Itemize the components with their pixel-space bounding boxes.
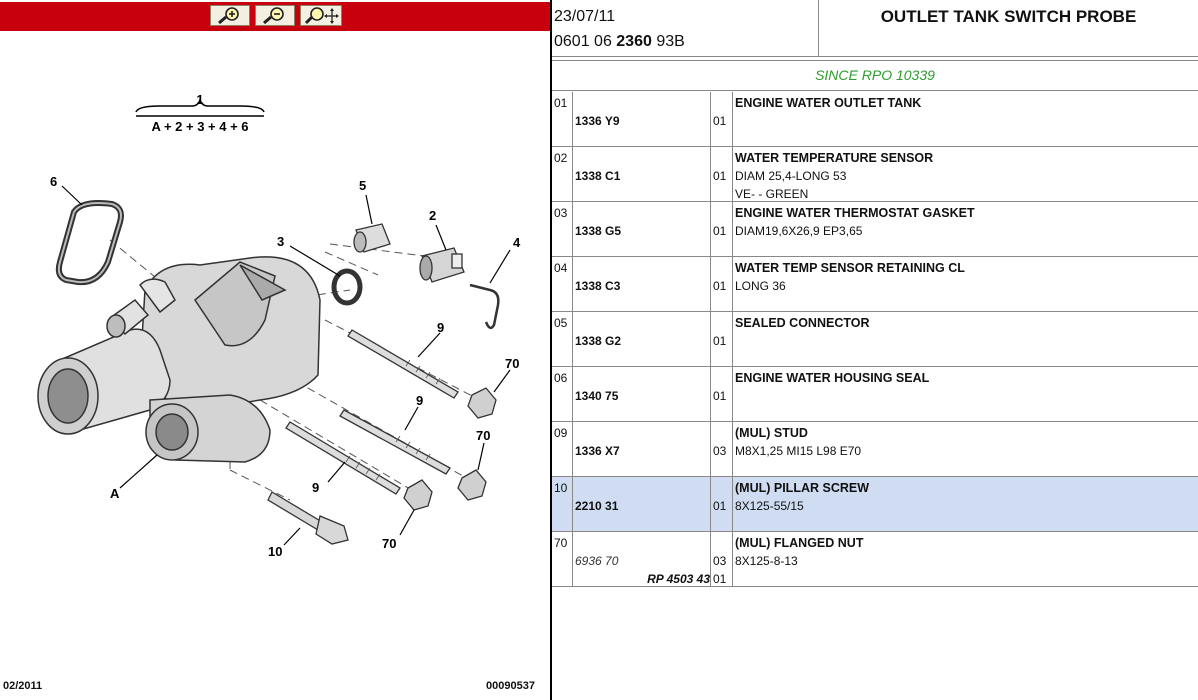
part-number[interactable]: 6936 70 xyxy=(575,554,619,568)
parts-header: 23/07/11 0601 06 2360 93B OUTLET TANK SW… xyxy=(552,0,1198,57)
part-number[interactable]: 2210 31 xyxy=(575,499,619,513)
since-note: SINCE RPO 10339 xyxy=(552,60,1198,91)
part-name: ENGINE WATER THERMOSTAT GASKET xyxy=(735,206,975,220)
callout-9-middle: 9 xyxy=(416,393,423,408)
page-title: OUTLET TANK SWITCH PROBE xyxy=(880,7,1137,26)
zoom-pan-icon xyxy=(304,6,339,24)
part-name: WATER TEMP SENSOR RETAINING CL xyxy=(735,261,965,275)
part-number[interactable]: 1336 Y9 xyxy=(575,114,620,128)
pillar-screw-10 xyxy=(267,491,349,545)
callout-10: 10 xyxy=(268,544,282,559)
callout-9-upper: 9 xyxy=(437,320,444,335)
retaining-clip-4 xyxy=(469,283,500,330)
part-number[interactable]: 1338 G2 xyxy=(575,334,622,348)
zoom-toolbar xyxy=(0,2,550,31)
table-row[interactable]: 06 1340 75 01 ENGINE WATER HOUSING SEAL xyxy=(552,367,1198,422)
diagram-reference: 00090537 xyxy=(486,680,535,692)
header-code: 0601 06 2360 93B xyxy=(554,33,685,50)
callout-4: 4 xyxy=(513,235,521,250)
callout-9-lower: 9 xyxy=(312,480,319,495)
part-number[interactable]: 1338 C3 xyxy=(575,279,621,293)
part-name: (MUL) STUD xyxy=(735,426,808,440)
zoom-in-button[interactable] xyxy=(210,5,250,26)
callout-5: 5 xyxy=(359,178,366,193)
part-name: (MUL) FLANGED NUT xyxy=(735,536,864,550)
replacement-part-number[interactable]: RP 4503 43 xyxy=(647,572,710,586)
flanged-nut-70 xyxy=(403,387,497,511)
assembly-formula: A + 2 + 3 + 4 + 6 xyxy=(151,119,248,134)
outlet-tank-housing xyxy=(37,256,321,463)
part-number[interactable]: 1338 G5 xyxy=(575,224,622,238)
callout-6: 6 xyxy=(50,174,57,189)
part-number[interactable]: 1340 75 xyxy=(575,389,619,403)
pane-divider[interactable] xyxy=(550,0,552,700)
zoom-in-icon xyxy=(218,6,239,24)
part-name: (MUL) PILLAR SCREW xyxy=(735,481,870,495)
callout-70-middle: 70 xyxy=(476,428,490,443)
assembly-number: 1 xyxy=(196,92,203,107)
part-name: WATER TEMPERATURE SENSOR xyxy=(735,151,934,165)
part-name: ENGINE WATER OUTLET TANK xyxy=(735,96,922,110)
diagram-pane: 1 A + 2 + 3 + 4 + 6 xyxy=(0,0,550,700)
callout-70-lower: 70 xyxy=(382,536,396,551)
header-date: 23/07/11 xyxy=(554,8,616,25)
diagram-date: 02/2011 xyxy=(3,680,43,692)
part-name: ENGINE WATER HOUSING SEAL xyxy=(735,371,930,385)
parts-list-pane: 23/07/11 0601 06 2360 93B OUTLET TANK SW… xyxy=(552,0,1198,700)
callout-70-upper: 70 xyxy=(505,356,519,371)
temperature-sensor-2 xyxy=(419,247,465,283)
part-number[interactable]: 1338 C1 xyxy=(575,169,621,183)
table-row[interactable]: 04 1338 C3 01 WATER TEMP SENSOR RETAININ… xyxy=(552,257,1198,312)
sealed-connector-5 xyxy=(353,223,391,253)
thermostat-gasket-3 xyxy=(331,268,363,306)
table-row[interactable]: 03 1338 G5 01 ENGINE WATER THERMOSTAT GA… xyxy=(552,202,1198,257)
callout-A: A xyxy=(110,486,120,501)
part-name: SEALED CONNECTOR xyxy=(735,316,870,330)
table-row[interactable]: 05 1338 G2 01 SEALED CONNECTOR xyxy=(552,312,1198,367)
parts-table: 01 1336 Y9 01 ENGINE WATER OUTLET TANK 0… xyxy=(552,92,1198,587)
zoom-out-icon xyxy=(263,6,284,24)
part-number[interactable]: 1336 X7 xyxy=(575,444,620,458)
table-row[interactable]: 01 1336 Y9 01 ENGINE WATER OUTLET TANK xyxy=(552,92,1198,147)
callout-3: 3 xyxy=(277,234,284,249)
gasket-6 xyxy=(55,200,124,286)
zoom-out-button[interactable] xyxy=(255,5,295,26)
exploded-parts-diagram: 1 A + 2 + 3 + 4 + 6 xyxy=(37,92,521,559)
zoom-pan-button[interactable] xyxy=(300,5,342,26)
callout-2: 2 xyxy=(429,208,436,223)
stud-9 xyxy=(285,329,459,495)
